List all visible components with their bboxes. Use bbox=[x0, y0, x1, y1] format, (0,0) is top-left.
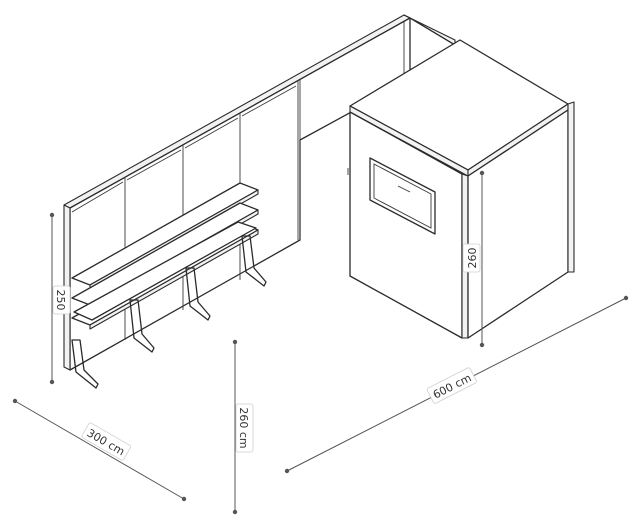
dimension-width: 300 cm bbox=[12, 398, 187, 502]
dimension-wall-height: 250 bbox=[49, 212, 71, 385]
storage-cabin bbox=[347, 39, 575, 339]
cabin-height-label: 260 bbox=[466, 248, 479, 269]
wall-height-label: 250 bbox=[54, 290, 67, 311]
height-label: 260 cm bbox=[237, 407, 250, 448]
tv-screen bbox=[369, 157, 436, 235]
shelf-unit bbox=[71, 182, 267, 389]
rear-right-wall bbox=[403, 14, 456, 46]
dimension-cabin-height: 260 bbox=[462, 170, 485, 348]
dimension-height: 260 cm bbox=[232, 339, 254, 515]
